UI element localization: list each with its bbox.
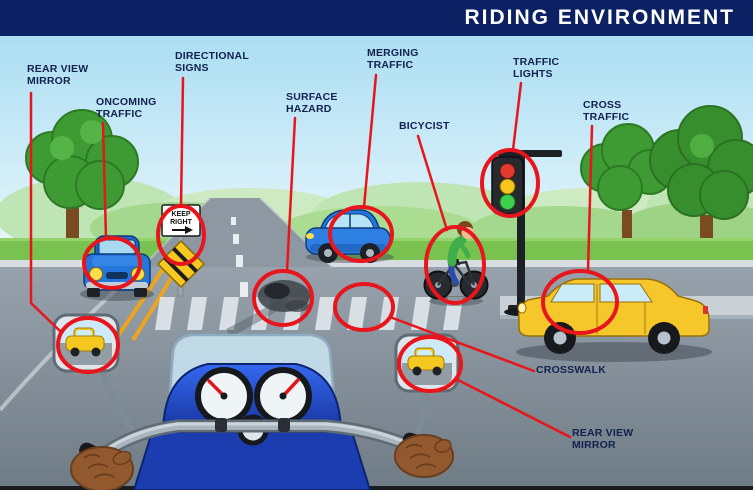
circle-crosswalk bbox=[333, 282, 395, 332]
right-rear-view-mirror bbox=[394, 333, 460, 393]
keep-right-text-line2: RIGHT bbox=[170, 219, 193, 226]
label-directional-signs: DIRECTIONAL SIGNS bbox=[175, 50, 249, 74]
label-cross-traffic: CROSS TRAFFIC bbox=[583, 99, 630, 123]
circle-surface-hazard bbox=[252, 269, 314, 327]
title-banner: RIDING ENVIRONMENT bbox=[0, 0, 753, 36]
circle-bicycist bbox=[424, 225, 486, 305]
label-surface-hazard: SURFACE HAZARD bbox=[286, 91, 338, 115]
circle-directional-signs bbox=[156, 204, 206, 266]
label-traffic-lights: TRAFFIC LIGHTS bbox=[513, 56, 560, 80]
circle-cross-traffic bbox=[541, 269, 619, 335]
lane-dashes bbox=[231, 217, 248, 297]
surface-hazard-stain bbox=[225, 280, 310, 338]
merging-car bbox=[305, 209, 394, 263]
circle-oncoming-traffic bbox=[82, 236, 142, 290]
tachometer-gauge bbox=[254, 367, 312, 425]
circle-traffic-lights bbox=[480, 148, 540, 218]
keep-right-text-line1: KEEP bbox=[171, 211, 190, 218]
left-hand bbox=[70, 442, 134, 490]
label-rear-view-mirror-right: REAR VIEW MIRROR bbox=[572, 427, 634, 451]
label-merging-traffic: MERGING TRAFFIC bbox=[367, 47, 419, 71]
circle-rear-view-mirror-left bbox=[56, 316, 120, 374]
bottom-frame-line bbox=[0, 486, 753, 490]
handlebar bbox=[88, 418, 431, 467]
far-curb bbox=[0, 260, 753, 267]
circle-rear-view-mirror-right bbox=[397, 335, 463, 393]
tree-left bbox=[25, 109, 139, 240]
cross-traffic-taxi bbox=[516, 278, 712, 362]
label-crosswalk: CROSSWALK bbox=[536, 364, 607, 376]
highlight-circles bbox=[56, 148, 619, 393]
label-bicycist: BICYCIST bbox=[399, 120, 450, 132]
highlight-leader-lines bbox=[29, 73, 594, 439]
oncoming-car bbox=[80, 235, 154, 301]
label-rear-view-mirror-left: REAR VIEW MIRROR bbox=[27, 63, 89, 87]
page-title: RIDING ENVIRONMENT bbox=[464, 6, 735, 29]
label-oncoming-traffic: ONCOMING TRAFFIC bbox=[96, 96, 157, 120]
motorcycle-cockpit bbox=[52, 313, 460, 490]
right-hand bbox=[394, 432, 454, 478]
speedometer-gauge bbox=[195, 367, 253, 425]
circle-merging-traffic bbox=[328, 205, 394, 263]
